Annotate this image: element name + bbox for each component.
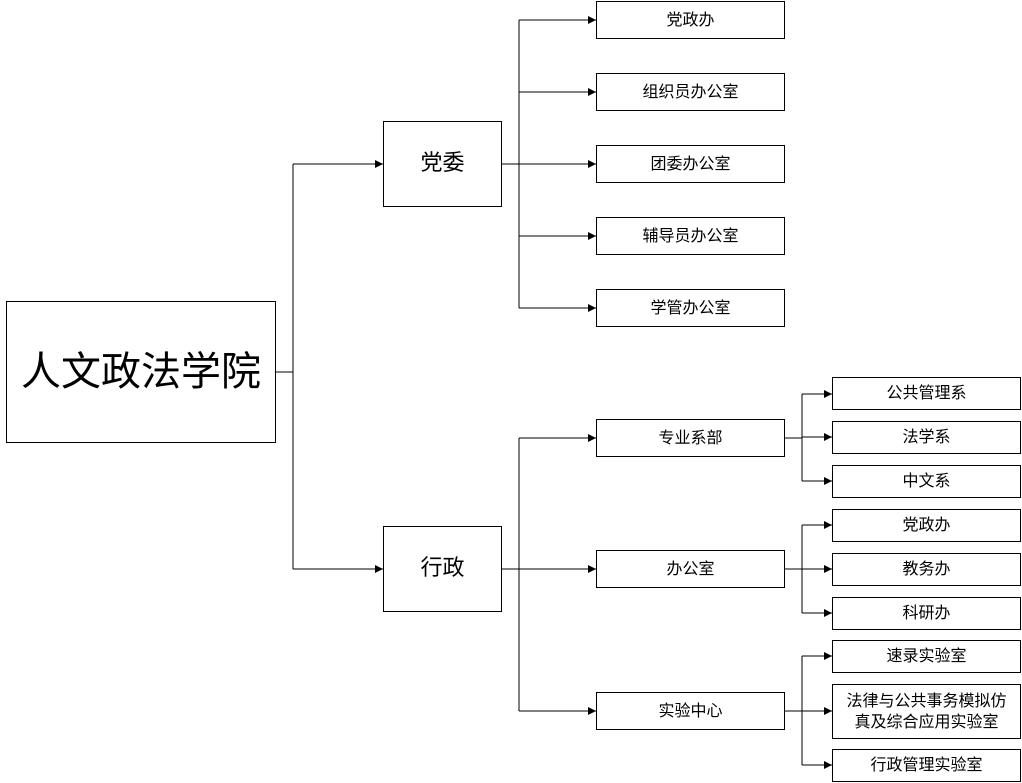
root-label: 人文政法学院 [21, 349, 261, 395]
office-child-node: 党政办 [832, 509, 1021, 542]
lab-node: 法律与公共事务模拟仿真及综合应用实验室 [832, 684, 1021, 739]
party-child-label: 辅导员办公室 [642, 225, 739, 245]
party-committee-label: 党委 [420, 150, 465, 176]
department-node: 公共管理系 [832, 377, 1021, 410]
department-node: 法学系 [832, 421, 1021, 454]
root-node: 人文政法学院 [6, 301, 276, 443]
department-node: 中文系 [832, 465, 1021, 498]
department-label: 公共管理系 [886, 383, 967, 403]
lab-label: 速录实验室 [886, 646, 967, 666]
lab-center-node: 实验中心 [596, 692, 785, 730]
office-child-node: 科研办 [832, 597, 1021, 630]
party-child-node: 团委办公室 [596, 145, 785, 183]
lab-node: 速录实验室 [832, 640, 1021, 673]
office-node: 办公室 [596, 550, 785, 588]
office-child-label: 科研办 [902, 603, 951, 623]
party-child-label: 党政办 [666, 9, 715, 29]
department-label: 法学系 [902, 427, 951, 447]
office-label: 办公室 [666, 558, 715, 578]
lab-label: 法律与公共事务模拟仿真及综合应用实验室 [846, 690, 1007, 731]
office-child-node: 教务办 [832, 553, 1021, 586]
administration-node: 行政 [383, 526, 502, 612]
party-child-node: 党政办 [596, 1, 785, 39]
party-child-node: 学管办公室 [596, 289, 785, 327]
office-child-label: 教务办 [902, 559, 951, 579]
office-child-label: 党政办 [902, 515, 951, 535]
department-label: 中文系 [902, 471, 951, 491]
departments-node: 专业系部 [596, 419, 785, 457]
party-child-label: 团委办公室 [650, 153, 731, 173]
party-child-label: 学管办公室 [650, 297, 731, 317]
departments-label: 专业系部 [658, 427, 723, 447]
party-child-node: 组织员办公室 [596, 73, 785, 111]
party-child-label: 组织员办公室 [642, 81, 739, 101]
lab-center-label: 实验中心 [658, 700, 723, 720]
party-child-node: 辅导员办公室 [596, 217, 785, 255]
lab-node: 行政管理实验室 [832, 749, 1021, 782]
administration-label: 行政 [420, 555, 465, 581]
party-committee-node: 党委 [383, 121, 502, 207]
lab-label: 行政管理实验室 [870, 755, 983, 775]
